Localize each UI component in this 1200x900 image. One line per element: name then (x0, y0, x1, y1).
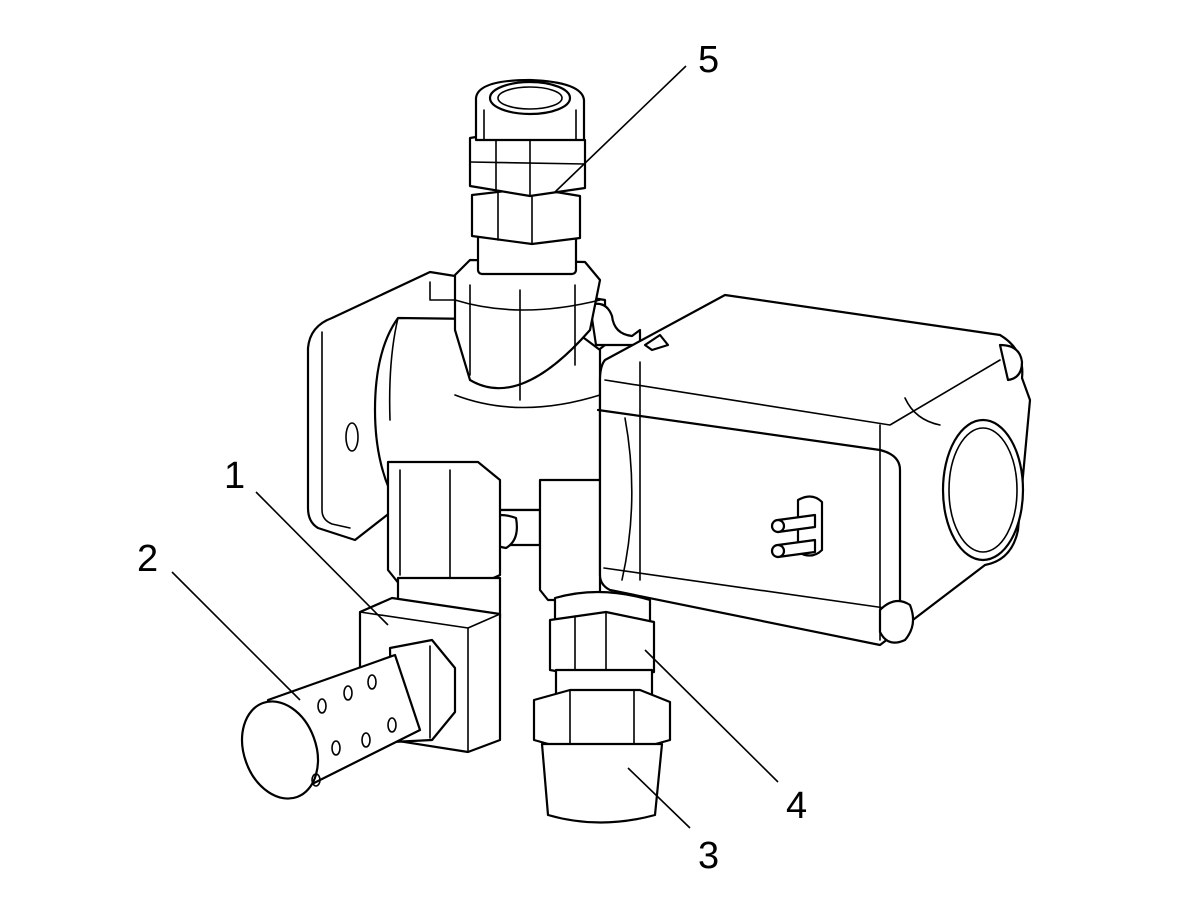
callout-1: 1 (224, 455, 245, 497)
top-hex-nut (453, 258, 602, 401)
leader-line-3 (627, 767, 691, 829)
leader-line-4 (644, 649, 779, 783)
leader-line-1 (255, 491, 389, 626)
callout-3: 3 (698, 835, 719, 877)
electrical-connector (770, 495, 824, 559)
lower-left-fitting (386, 460, 502, 620)
flow-arrow-mark (643, 333, 670, 352)
leader-line-5 (554, 65, 687, 193)
callout-4: 4 (786, 785, 807, 827)
callout-2: 2 (137, 538, 158, 580)
threaded-nipple (532, 688, 672, 824)
leader-line-2 (171, 571, 301, 701)
solenoid-coil (596, 293, 1032, 647)
callout-5: 5 (698, 39, 719, 81)
silencer (240, 638, 457, 800)
top-fitting (468, 78, 587, 276)
